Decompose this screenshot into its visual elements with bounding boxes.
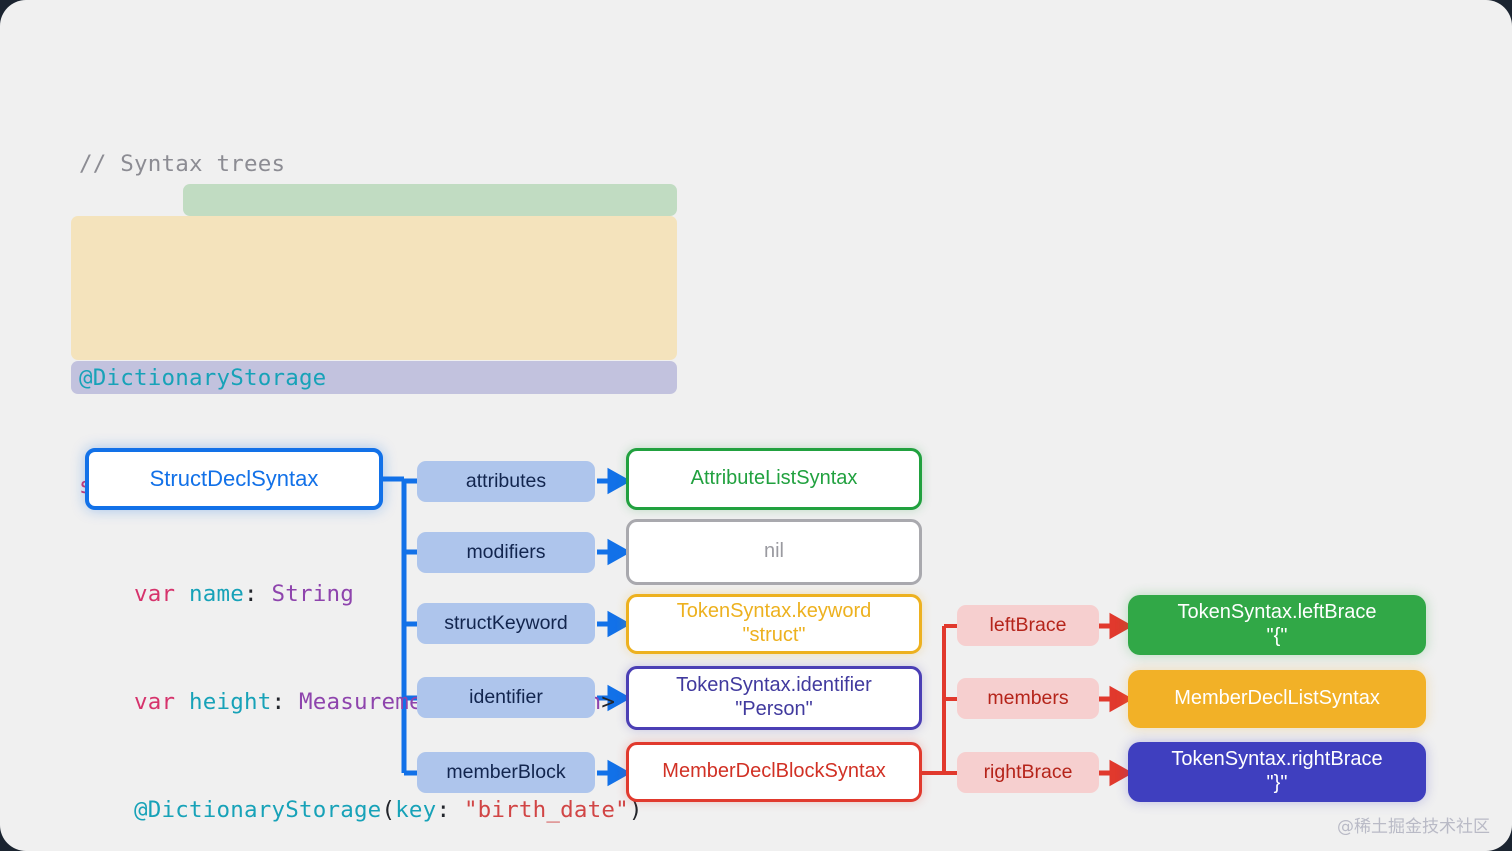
code-token: : <box>271 689 299 715</box>
code-line-attribute-2: @DictionaryStorage(key: "birth_date") <box>79 792 643 828</box>
node-value-nil[interactable]: nil <box>626 519 922 585</box>
code-token: "birth_date" <box>463 797 629 823</box>
value-line-2: "}" <box>1266 772 1288 794</box>
node-value-token-left-brace[interactable]: TokenSyntax.leftBrace "{" <box>1128 595 1426 655</box>
code-token: ) <box>628 797 643 823</box>
code-token <box>79 797 134 823</box>
node-label-member-block[interactable]: memberBlock <box>417 752 595 793</box>
value-line-1: TokenSyntax.rightBrace <box>1171 748 1383 771</box>
node-label-struct-keyword[interactable]: structKeyword <box>417 603 595 644</box>
watermark-text: @稀土掘金技术社区 <box>1337 817 1490 837</box>
node-value-token-identifier[interactable]: TokenSyntax.identifier "Person" <box>626 666 922 730</box>
node-label-members[interactable]: members <box>957 678 1099 719</box>
code-token: @DictionaryStorage <box>79 365 327 391</box>
value-line-2: "struct" <box>742 624 806 646</box>
code-line-attribute: @DictionaryStorage <box>79 360 643 396</box>
code-comment: // Syntax trees <box>79 151 286 177</box>
code-token <box>79 689 134 715</box>
code-token: var <box>134 689 189 715</box>
highlight-band-right-brace <box>71 361 677 394</box>
node-value-member-decl-block-syntax[interactable]: MemberDeclBlockSyntax <box>626 742 922 802</box>
value-line-2: "Person" <box>735 698 813 720</box>
code-token: > <box>601 689 616 715</box>
code-token: name <box>189 581 244 607</box>
value-line-1: TokenSyntax.leftBrace <box>1177 601 1377 624</box>
node-label-modifiers[interactable]: modifiers <box>417 532 595 573</box>
code-token: String <box>271 581 354 607</box>
node-value-token-right-brace[interactable]: TokenSyntax.rightBrace "}" <box>1128 742 1426 802</box>
code-token: ( <box>381 797 396 823</box>
value-line-1: MemberDeclListSyntax <box>1174 687 1380 710</box>
node-label-attributes[interactable]: attributes <box>417 461 595 502</box>
node-label-left-brace[interactable]: leftBrace <box>957 605 1099 646</box>
value-line-1: AttributeListSyntax <box>690 467 858 490</box>
code-token <box>79 581 134 607</box>
code-token: height <box>189 689 272 715</box>
value-line-1: nil <box>763 540 784 563</box>
code-token: var <box>134 581 189 607</box>
highlight-band-member-block <box>71 216 677 360</box>
node-value-attribute-list-syntax[interactable]: AttributeListSyntax <box>626 448 922 510</box>
node-struct-decl-syntax[interactable]: StructDeclSyntax <box>85 448 383 510</box>
value-line-2: "{" <box>1266 625 1288 647</box>
node-value-member-decl-list-syntax[interactable]: MemberDeclListSyntax <box>1128 670 1426 728</box>
node-value-token-keyword[interactable]: TokenSyntax.keyword "struct" <box>626 594 922 654</box>
highlight-band-struct-decl <box>183 184 677 216</box>
code-line-var-name: var name: String <box>79 576 643 612</box>
code-token: : <box>244 581 272 607</box>
node-label-right-brace[interactable]: rightBrace <box>957 752 1099 793</box>
value-line-1: TokenSyntax.keyword <box>676 600 872 623</box>
code-token: key <box>395 797 437 823</box>
value-line-1: MemberDeclBlockSyntax <box>662 760 886 783</box>
code-token: : <box>436 797 464 823</box>
code-token: @DictionaryStorage <box>134 797 382 823</box>
node-label-identifier[interactable]: identifier <box>417 677 595 718</box>
value-line-1: TokenSyntax.identifier <box>676 674 872 697</box>
